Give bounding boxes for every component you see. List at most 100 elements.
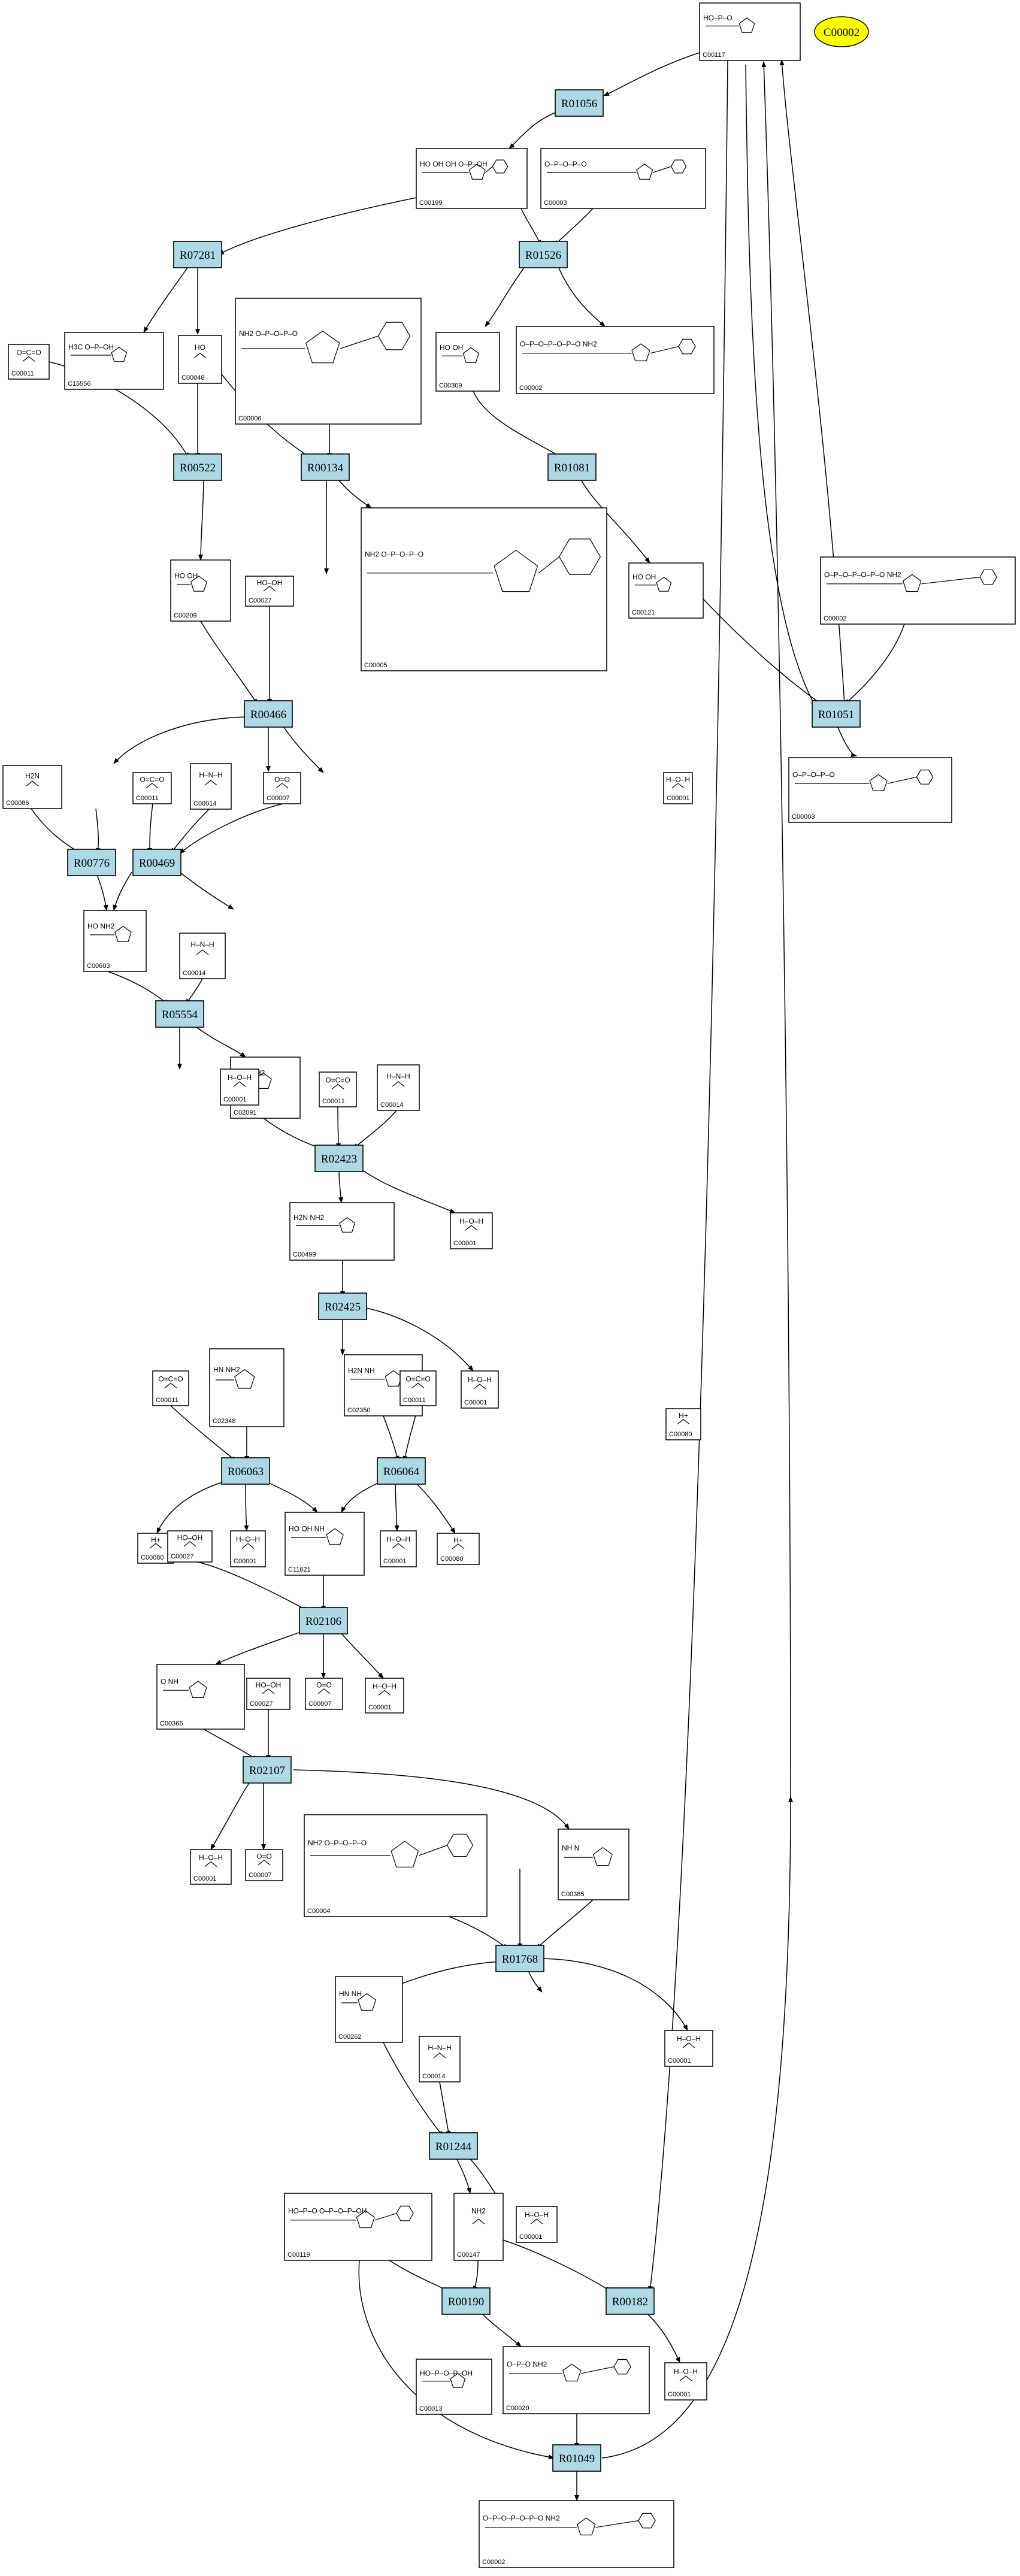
reaction-node[interactable]: R00466 <box>244 700 293 728</box>
compound-box <box>152 1370 189 1406</box>
reaction-node[interactable]: R01244 <box>429 2132 478 2160</box>
structure-fragment-text: H–N–H <box>428 2044 451 2052</box>
reaction-node[interactable]: R00134 <box>301 453 350 481</box>
compound-node[interactable]: H+C00080 <box>437 1533 480 1565</box>
pathway-edge <box>179 803 283 854</box>
reaction-node[interactable]: R00182 <box>606 2287 655 2315</box>
compound-box <box>178 335 222 384</box>
structure-fragment-text: H–O–H <box>228 1073 252 1082</box>
reaction-node[interactable]: R01768 <box>495 1945 544 1972</box>
reaction-node[interactable]: R00776 <box>67 849 116 876</box>
target-compound-node[interactable]: C00002 <box>814 16 869 47</box>
reaction-node[interactable]: R02425 <box>318 1292 367 1320</box>
reaction-id-label: R00469 <box>139 857 175 870</box>
reaction-node[interactable]: R01081 <box>547 453 597 481</box>
structure-fragment-text: O NH <box>161 1677 178 1685</box>
pathway-edge <box>648 60 728 2292</box>
reaction-node[interactable]: R01056 <box>555 89 604 117</box>
reaction-box <box>552 2444 601 2472</box>
structure-fragment-text: NH2 <box>471 2207 486 2215</box>
pathway-edge <box>836 723 857 758</box>
reaction-node[interactable]: R05554 <box>155 1000 204 1028</box>
reaction-node[interactable]: R00469 <box>132 849 181 876</box>
compound-id-label: C00007 <box>249 1872 272 1879</box>
structure-sketch <box>509 2359 631 2382</box>
reaction-node[interactable]: R01051 <box>812 700 861 728</box>
pathway-edge <box>359 1167 456 1213</box>
structure-sketch <box>71 346 128 362</box>
reaction-node[interactable]: R00522 <box>173 453 222 481</box>
reaction-node[interactable]: R06064 <box>377 1457 426 1485</box>
reaction-id-label: R02423 <box>321 1153 357 1166</box>
reaction-node[interactable]: R02106 <box>299 1607 348 1634</box>
reaction-node[interactable]: R02107 <box>243 1756 292 1784</box>
reaction-node[interactable]: R07281 <box>173 241 222 268</box>
reaction-node[interactable]: R01049 <box>552 2444 601 2472</box>
reaction-node[interactable]: R01526 <box>519 241 568 268</box>
pathway-edge <box>210 1779 252 1850</box>
compound-id-label: C00011 <box>403 1397 426 1404</box>
pathway-edge <box>358 2260 555 2460</box>
reaction-node[interactable]: R02423 <box>314 1145 364 1172</box>
reaction-box <box>301 453 350 481</box>
reaction-node[interactable]: R00190 <box>441 2287 491 2315</box>
compound-node[interactable]: H+C00080 <box>665 1408 701 1440</box>
reaction-node[interactable]: R06063 <box>221 1457 270 1485</box>
structure-sketch <box>258 1860 271 1866</box>
